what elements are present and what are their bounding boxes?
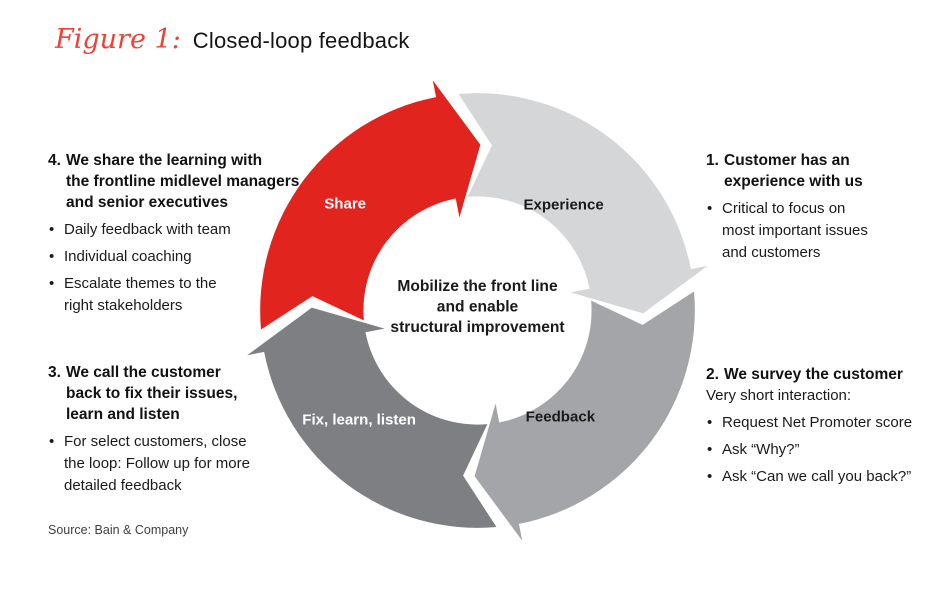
- heading-number: 3.: [48, 364, 61, 381]
- block-intro-text: Very short interaction:: [706, 387, 852, 404]
- bullet-dot-icon: [48, 273, 64, 317]
- bullet-item: Ask “Can we call you back?”: [706, 466, 946, 488]
- bullet-dot-icon: [706, 466, 722, 488]
- bullet-item: Daily feedback with team: [48, 219, 298, 241]
- fix-learn-listen-arrow: [247, 307, 497, 528]
- bullet-dot-icon: [48, 219, 64, 241]
- bullet-item: Request Net Promoter score: [706, 412, 946, 434]
- bullet-line: most important issues: [722, 222, 868, 239]
- closed-loop-cycle-diagram: Share Experience Feedback Fix, learn, li…: [247, 80, 708, 541]
- bullet-list: Critical to focus on most important issu…: [706, 198, 946, 264]
- heading-line: We share the learning with: [66, 152, 263, 169]
- bullet-line: Daily feedback with team: [64, 221, 231, 238]
- heading-line: We call the customer: [66, 364, 221, 381]
- bullet-item: Ask “Why?”: [706, 439, 946, 461]
- bullet-dot-icon: [48, 431, 64, 497]
- bullet-line: Individual coaching: [64, 248, 192, 265]
- bullet-dot-icon: [706, 412, 722, 434]
- heading-text: We survey the customer: [724, 364, 903, 385]
- source-text: Source: Bain & Company: [48, 523, 189, 537]
- bullet-item: For select customers, close the loop: Fo…: [48, 431, 298, 497]
- feedback-arrow-label: Feedback: [526, 408, 596, 425]
- figure-title: Closed-loop feedback: [192, 28, 410, 53]
- bullet-line: Ask “Can we call you back?”: [722, 468, 912, 485]
- experience-arrow: [458, 93, 708, 314]
- center-text-line-3: structural improvement: [390, 319, 564, 336]
- heading-line: We survey the customer: [724, 366, 903, 383]
- heading-number: 4.: [48, 152, 61, 169]
- bullet-line: For select customers, close: [64, 433, 247, 450]
- block-step-1: 1. Customer has an experience with us Cr…: [706, 150, 946, 264]
- bullet-item: Critical to focus on most important issu…: [706, 198, 946, 264]
- bullet-line: right stakeholders: [64, 297, 183, 314]
- bullet-dot-icon: [706, 439, 722, 461]
- block-step-3: 3. We call the customer back to fix thei…: [48, 362, 298, 497]
- heading-line: and senior executives: [66, 194, 228, 211]
- heading-number: 2.: [706, 366, 719, 383]
- figure-header: Figure 1: Closed-loop feedback: [55, 24, 410, 55]
- bullet-line: Critical to focus on: [722, 200, 846, 217]
- heading-number: 1.: [706, 152, 719, 169]
- center-text-line-2: and enable: [437, 299, 519, 316]
- block-step-2: 2. We survey the customer Very short int…: [706, 364, 946, 488]
- heading-line: learn and listen: [66, 406, 180, 423]
- heading-text: We share the learning with the frontline…: [66, 150, 299, 213]
- bullet-dot-icon: [48, 246, 64, 268]
- block-heading: 1. Customer has an experience with us: [706, 150, 946, 192]
- bullet-line: and customers: [722, 244, 821, 261]
- heading-line: back to fix their issues,: [66, 385, 238, 402]
- share-arrow-label: Share: [324, 195, 366, 212]
- bullet-list: For select customers, close the loop: Fo…: [48, 431, 298, 497]
- block-heading: 4. We share the learning with the frontl…: [48, 150, 299, 213]
- block-heading: 2. We survey the customer: [706, 364, 946, 385]
- center-text-line-1: Mobilize the front line: [397, 278, 558, 295]
- bullet-line: Escalate themes to the: [64, 275, 217, 292]
- bullet-item: Individual coaching: [48, 246, 298, 268]
- bullet-list: Daily feedback with team Individual coac…: [48, 219, 298, 317]
- bullet-item: Escalate themes to the right stakeholder…: [48, 273, 298, 317]
- bullet-list: Request Net Promoter score Ask “Why?” As…: [706, 412, 946, 488]
- heading-line: the frontline midlevel managers: [66, 173, 300, 190]
- heading-text: We call the customer back to fix their i…: [66, 362, 237, 425]
- heading-line: Customer has an: [724, 152, 850, 169]
- figure-label: Figure 1:: [55, 24, 181, 55]
- heading-text: Customer has an experience with us: [724, 150, 863, 192]
- bullet-line: the loop: Follow up for more: [64, 455, 250, 472]
- bullet-dot-icon: [706, 198, 722, 264]
- fix-learn-listen-arrow-label: Fix, learn, listen: [302, 412, 416, 429]
- bullet-line: Ask “Why?”: [722, 441, 800, 458]
- block-step-4: 4. We share the learning with the frontl…: [48, 150, 299, 317]
- block-heading: 3. We call the customer back to fix thei…: [48, 362, 298, 425]
- bullet-line: detailed feedback: [64, 477, 182, 494]
- share-arrow: [260, 80, 481, 330]
- experience-arrow-label: Experience: [523, 196, 603, 213]
- feedback-arrow: [474, 291, 695, 541]
- heading-line: experience with us: [724, 173, 863, 190]
- bullet-line: Request Net Promoter score: [722, 414, 913, 431]
